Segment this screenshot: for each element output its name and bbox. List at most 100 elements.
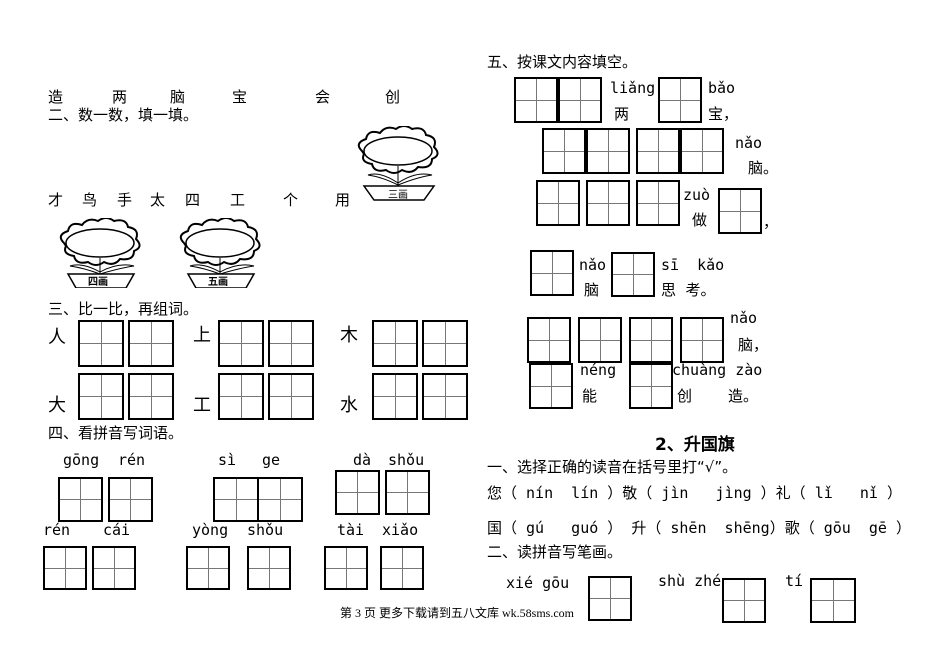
char: 用 xyxy=(335,191,351,209)
char: 能 xyxy=(582,387,598,405)
writing-box[interactable] xyxy=(78,373,124,420)
char: 四 xyxy=(185,191,201,209)
char: 脑。 xyxy=(748,159,779,177)
pinyin: shǒu xyxy=(247,521,284,539)
writing-box[interactable] xyxy=(536,180,580,226)
writing-box[interactable] xyxy=(658,77,702,123)
pinyin: bǎo xyxy=(708,79,736,97)
section-title: 四、看拼音写词语。 xyxy=(48,424,184,442)
writing-box[interactable] xyxy=(186,546,230,590)
flower-label: 三画 xyxy=(388,190,408,201)
writing-box[interactable] xyxy=(380,546,424,590)
char: 宝 xyxy=(232,88,248,106)
writing-box[interactable] xyxy=(268,320,314,367)
writing-box[interactable] xyxy=(530,250,574,296)
section-title: 三、比一比，再组词。 xyxy=(48,300,199,318)
writing-box[interactable] xyxy=(128,320,174,367)
writing-box[interactable] xyxy=(128,373,174,420)
pinyin: nǎo xyxy=(730,309,758,327)
writing-box[interactable] xyxy=(611,252,655,297)
char: 脑 xyxy=(170,88,186,106)
pinyin: rén xyxy=(43,521,71,539)
pinyin: yòng xyxy=(192,521,229,539)
writing-box[interactable] xyxy=(636,128,680,174)
pinyin: ge xyxy=(262,451,281,469)
flower-four-strokes: 四画 xyxy=(50,217,150,292)
writing-box[interactable] xyxy=(385,470,430,515)
char: 宝， xyxy=(708,105,739,123)
writing-box[interactable] xyxy=(680,128,724,174)
writing-box[interactable] xyxy=(257,477,303,522)
char: 思 考。 xyxy=(661,281,716,299)
writing-box[interactable] xyxy=(247,546,291,590)
pinyin: zuò xyxy=(683,186,711,204)
writing-box[interactable] xyxy=(422,320,468,367)
writing-box[interactable] xyxy=(629,317,673,363)
char: 两 xyxy=(614,105,630,123)
compare-char: 工 xyxy=(193,395,211,416)
writing-box[interactable] xyxy=(372,373,418,420)
writing-box[interactable] xyxy=(213,477,259,522)
char: 工 xyxy=(230,191,246,209)
writing-box[interactable] xyxy=(527,317,571,363)
compare-char: 木 xyxy=(340,325,358,346)
writing-box[interactable] xyxy=(268,373,314,420)
punct: ， xyxy=(763,213,779,231)
writing-box[interactable] xyxy=(636,180,680,226)
writing-box[interactable] xyxy=(108,477,153,522)
compare-char: 上 xyxy=(193,325,211,346)
char: 造 xyxy=(48,88,64,106)
compare-char: 大 xyxy=(48,395,66,416)
writing-box[interactable] xyxy=(578,317,622,363)
writing-box[interactable] xyxy=(680,317,724,363)
char: 会 xyxy=(315,88,331,106)
writing-box[interactable] xyxy=(422,373,468,420)
writing-box[interactable] xyxy=(335,470,380,515)
pinyin: nǎo xyxy=(735,134,763,152)
writing-box[interactable] xyxy=(586,128,630,174)
writing-box[interactable] xyxy=(718,188,762,234)
writing-box[interactable] xyxy=(558,77,602,123)
writing-box[interactable] xyxy=(78,320,124,367)
writing-box[interactable] xyxy=(529,363,573,409)
pinyin: nǎo xyxy=(579,256,607,274)
char: 太 xyxy=(150,191,166,209)
char: 才 xyxy=(48,191,64,209)
writing-box[interactable] xyxy=(588,576,632,621)
pinyin: chuàng zào xyxy=(672,361,763,379)
writing-box[interactable] xyxy=(514,77,558,123)
pinyin: tài xyxy=(337,521,365,539)
char: 做 xyxy=(692,211,708,229)
reading-choice-row: 您（ nín lín ）敬（ jìn jìng ）礼（ lǐ nǐ ） xyxy=(487,484,902,502)
char: 脑， xyxy=(738,336,769,354)
pinyin: gōng xyxy=(63,451,100,469)
char: 脑 xyxy=(584,281,600,299)
char: 手 xyxy=(117,191,133,209)
writing-box[interactable] xyxy=(542,128,586,174)
writing-box[interactable] xyxy=(372,320,418,367)
writing-box[interactable] xyxy=(218,373,264,420)
section-title: 一、选择正确的读音在括号里打“√”。 xyxy=(487,458,738,476)
char: 个 xyxy=(283,191,299,209)
writing-box[interactable] xyxy=(218,320,264,367)
writing-box[interactable] xyxy=(324,546,368,590)
compare-char: 水 xyxy=(340,395,358,416)
pinyin: néng xyxy=(580,361,617,379)
section-title: 五、按课文内容填空。 xyxy=(487,53,638,71)
writing-box[interactable] xyxy=(586,180,630,226)
pinyin: sī kǎo xyxy=(661,256,725,274)
flower-label: 五画 xyxy=(208,277,228,288)
pinyin: dà xyxy=(353,451,372,469)
writing-box[interactable] xyxy=(722,578,766,623)
writing-box[interactable] xyxy=(58,477,103,522)
pinyin: tí xyxy=(785,572,804,590)
char: 创 xyxy=(677,387,693,405)
writing-box[interactable] xyxy=(92,546,136,590)
flower-five-strokes: 五画 xyxy=(170,217,270,292)
writing-box[interactable] xyxy=(629,363,673,409)
section-title: 二、数一数，填一填。 xyxy=(48,106,199,124)
writing-box[interactable] xyxy=(43,546,87,590)
pinyin: xié gōu xyxy=(506,574,570,592)
writing-box[interactable] xyxy=(810,578,856,623)
